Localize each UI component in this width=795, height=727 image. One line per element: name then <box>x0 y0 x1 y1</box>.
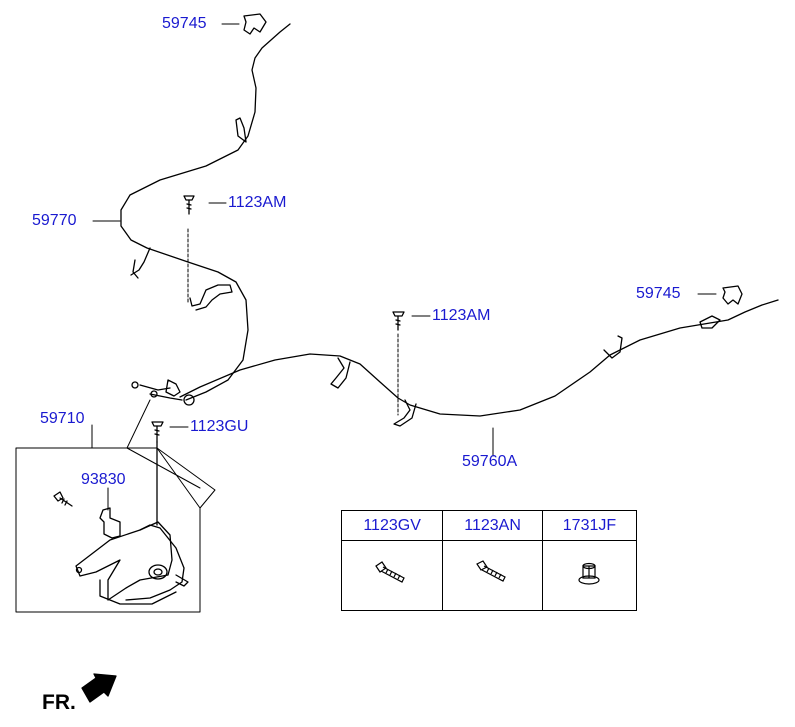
bolt-1123AM-middle <box>392 311 405 331</box>
bolt-1123AM-upper <box>183 195 195 215</box>
lever-cable <box>149 299 779 427</box>
parts-table-header-1: 1123GV <box>340 510 444 541</box>
callout-59710: 59710 <box>40 410 85 427</box>
bracket-93830 <box>99 507 121 539</box>
parts-table-cell-3 <box>541 540 638 611</box>
front-arrow-icon <box>81 673 117 703</box>
clip-59745-top <box>243 13 267 35</box>
callout-93830: 93830 <box>81 471 126 488</box>
parts-table-header-3: 1731JF <box>541 510 638 541</box>
callout-1123AM-middle: 1123AM <box>432 307 491 324</box>
parts-table-header-2: 1123AN <box>442 510 543 541</box>
callout-1123GU: 1123GU <box>190 418 249 435</box>
parts-table-cell-1 <box>340 540 444 611</box>
parking-brake-lever <box>75 521 189 605</box>
callout-1123AM-upper: 1123AM <box>228 194 287 211</box>
bolt-1123GU <box>151 421 164 526</box>
callout-59760A: 59760A <box>462 453 518 470</box>
parts-table: 1123GV 1123AN 1731JF <box>340 510 638 611</box>
clip-59745-right <box>722 285 743 305</box>
bolt-icon <box>475 560 506 582</box>
callout-59745-right: 59745 <box>636 285 681 302</box>
small-bolt <box>53 491 73 507</box>
flange-nut-icon <box>578 562 601 585</box>
parts-table-cell-2 <box>442 540 543 611</box>
leader-lines <box>91 23 717 511</box>
front-cable <box>120 23 291 401</box>
front-direction-label: FR. <box>42 691 76 714</box>
callout-59770: 59770 <box>32 212 77 229</box>
bolt-icon <box>375 561 405 583</box>
callout-59745-top: 59745 <box>162 15 207 32</box>
